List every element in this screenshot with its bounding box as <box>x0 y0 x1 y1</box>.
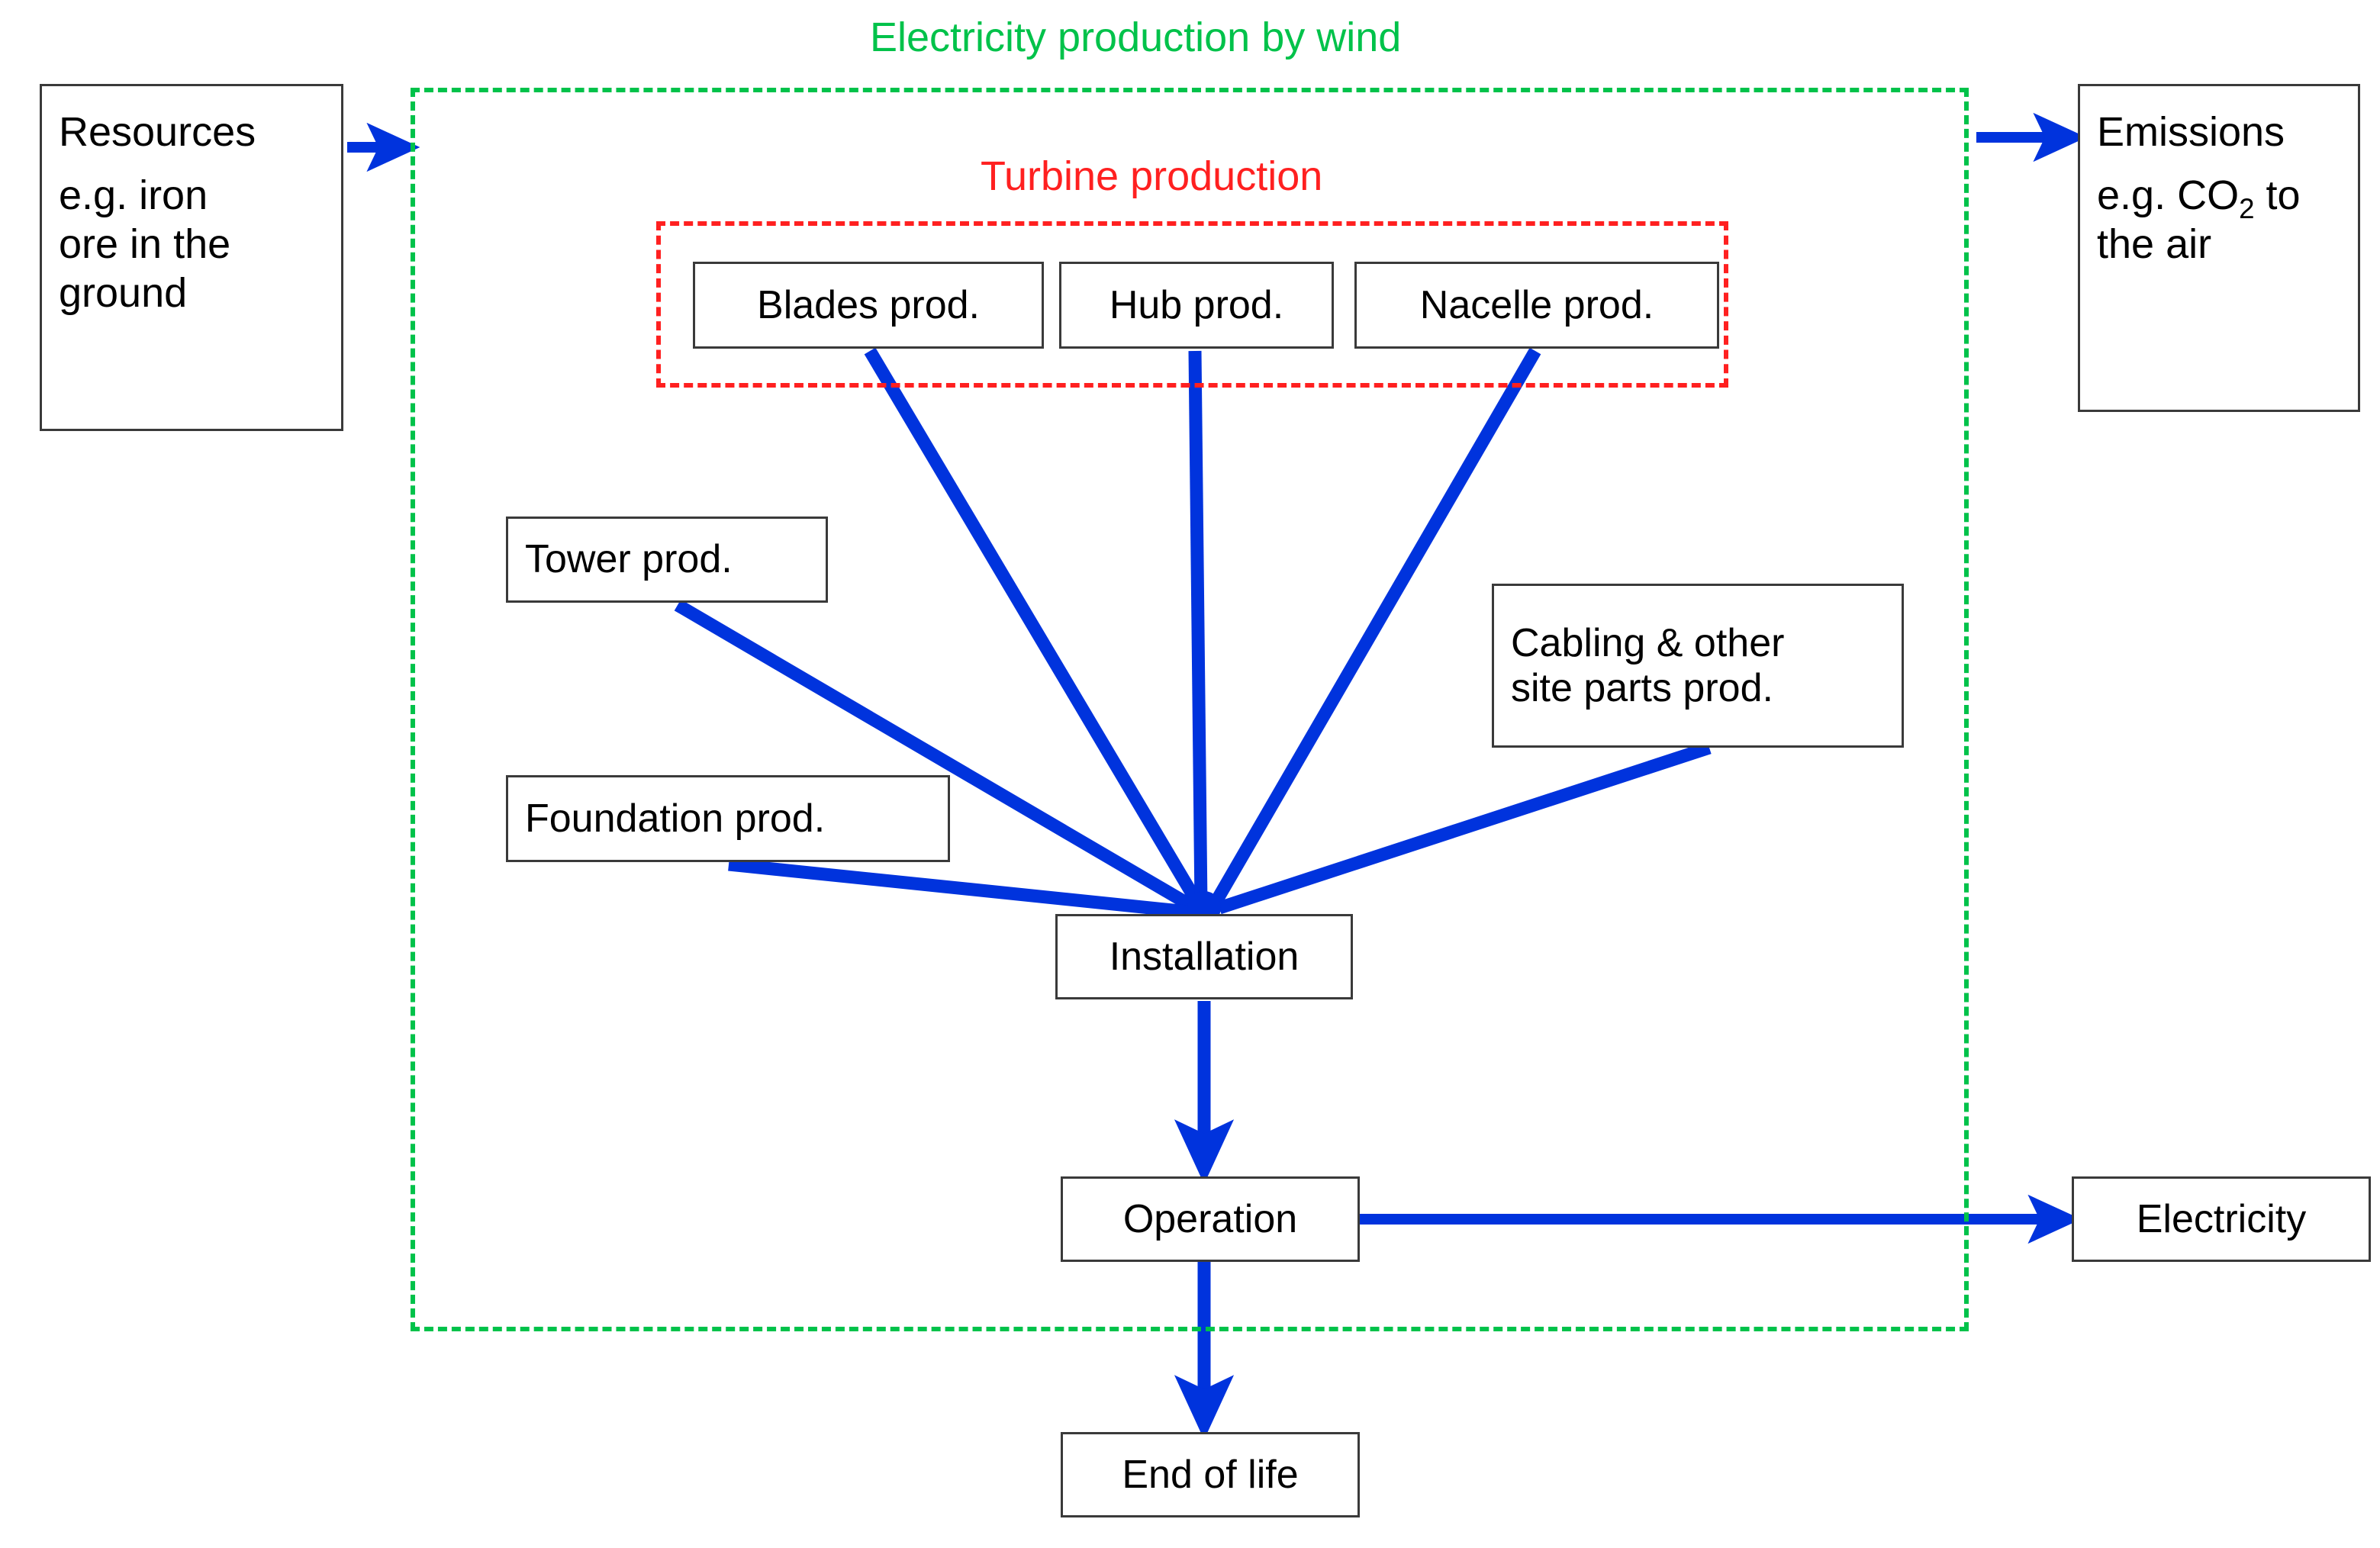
node-nacelle-prod-label: Nacelle prod. <box>1419 282 1654 327</box>
turbine-production-title: Turbine production <box>981 153 1323 199</box>
node-tower-prod-label: Tower prod. <box>525 537 733 582</box>
node-foundation-prod-label: Foundation prod. <box>525 796 826 841</box>
node-operation-label: Operation <box>1122 1196 1298 1241</box>
node-resources[interactable]: Resources e.g. iron ore in the ground <box>40 84 343 431</box>
node-operation[interactable]: Operation <box>1061 1176 1360 1262</box>
node-installation[interactable]: Installation <box>1055 914 1353 999</box>
system-boundary-frame <box>411 88 1969 1331</box>
node-emissions-detail-post: to the air <box>2097 172 2301 268</box>
node-emissions-detail: e.g. CO2 to the air <box>2080 155 2358 269</box>
node-end-of-life-label: End of life <box>1122 1452 1299 1497</box>
node-resources-title: Resources <box>59 109 256 155</box>
node-emissions-title: Emissions <box>2097 109 2285 155</box>
node-hub-prod[interactable]: Hub prod. <box>1059 262 1334 349</box>
node-installation-label: Installation <box>1109 934 1299 979</box>
node-electricity-label: Electricity <box>2136 1196 2307 1241</box>
node-emissions[interactable]: Emissions e.g. CO2 to the air <box>2078 84 2360 412</box>
node-foundation-prod[interactable]: Foundation prod. <box>506 775 950 862</box>
node-hub-prod-label: Hub prod. <box>1109 282 1284 327</box>
node-end-of-life[interactable]: End of life <box>1061 1432 1360 1517</box>
node-electricity[interactable]: Electricity <box>2072 1176 2371 1262</box>
node-tower-prod[interactable]: Tower prod. <box>506 517 828 603</box>
node-nacelle-prod[interactable]: Nacelle prod. <box>1354 262 1719 349</box>
system-boundary-title: Electricity production by wind <box>870 14 1402 60</box>
node-cabling-prod-label: Cabling & other site parts prod. <box>1511 621 1785 710</box>
node-blades-prod-label: Blades prod. <box>757 282 980 327</box>
node-emissions-detail-pre: e.g. CO <box>2097 172 2240 219</box>
node-resources-detail: e.g. iron ore in the ground <box>59 172 231 316</box>
node-blades-prod[interactable]: Blades prod. <box>693 262 1044 349</box>
node-cabling-prod[interactable]: Cabling & other site parts prod. <box>1492 584 1904 748</box>
node-emissions-detail-subscript: 2 <box>2239 193 2255 225</box>
